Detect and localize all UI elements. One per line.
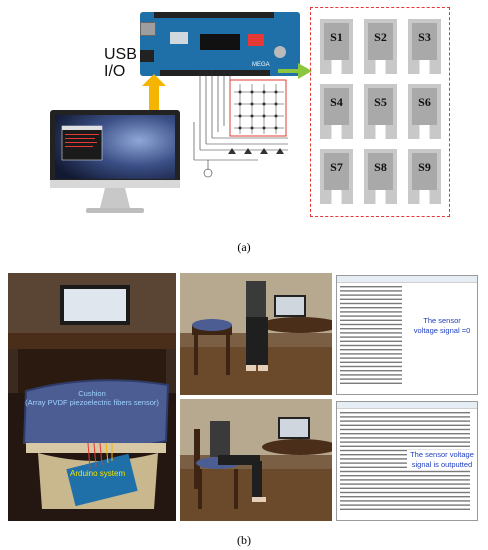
sensor-s8: S8 — [364, 149, 397, 204]
output-signal-annotation: The sensor voltage signal is outputted — [407, 450, 477, 470]
sensor-circuit-diagram — [193, 70, 288, 178]
photo-person-sitting — [180, 399, 332, 521]
sensor-s2: S2 — [364, 19, 397, 74]
sensor-s3: S3 — [408, 19, 441, 74]
sensor-array-highlight — [229, 79, 287, 137]
svg-text:MEGA: MEGA — [252, 62, 270, 68]
arduino-system-label: Arduino system — [70, 469, 126, 478]
figure-b: Cushion (Array PVDF piezoelectric fibers… — [0, 265, 488, 550]
sensor-s1: S1 — [320, 19, 353, 74]
computer-monitor — [50, 110, 180, 213]
zero-signal-annotation: The sensor voltage signal =0 — [413, 316, 471, 335]
sensor-label: S4 — [330, 95, 343, 109]
caption-a: (a) — [237, 240, 251, 254]
sensor-label: S8 — [374, 160, 387, 174]
cushion-label: Cushion (Array PVDF piezoelectric fibers… — [25, 389, 159, 407]
console-panel-output: The sensor voltage signal is outputted — [336, 401, 478, 521]
sensor-label: S3 — [418, 30, 431, 44]
sensor-label: S6 — [418, 95, 431, 109]
sensor-s9: S9 — [408, 149, 441, 204]
sensor-s7: S7 — [320, 149, 353, 204]
sensor-label: S1 — [330, 30, 343, 44]
console-text-output — [340, 412, 470, 510]
sensor-grid-box — [310, 7, 450, 217]
arrow-right-icon — [278, 63, 312, 79]
usb-port — [140, 22, 156, 36]
console-panel-zero: The sensor voltage signal =0 — [336, 275, 478, 395]
double-arrow-icon — [142, 74, 166, 130]
caption-b: (b) — [237, 533, 251, 547]
figure-a: MEGA USB I/O — [0, 0, 488, 262]
arduino-board: MEGA — [140, 12, 300, 76]
sensor-label: S9 — [418, 160, 431, 174]
photo-cushion-setup: Cushion (Array PVDF piezoelectric fibers… — [8, 273, 176, 521]
sensor-label: S7 — [330, 160, 343, 174]
power-jack — [140, 50, 154, 62]
sensor-s4: S4 — [320, 84, 353, 139]
sensor-label: S2 — [374, 30, 387, 44]
sensor-label: S5 — [374, 95, 387, 109]
sensor-s5: S5 — [364, 84, 397, 139]
sensor-s6: S6 — [408, 84, 441, 139]
console-text-zero — [340, 286, 402, 384]
usb-io-label: USB I/O — [104, 46, 137, 80]
photo-person-standing — [180, 273, 332, 395]
